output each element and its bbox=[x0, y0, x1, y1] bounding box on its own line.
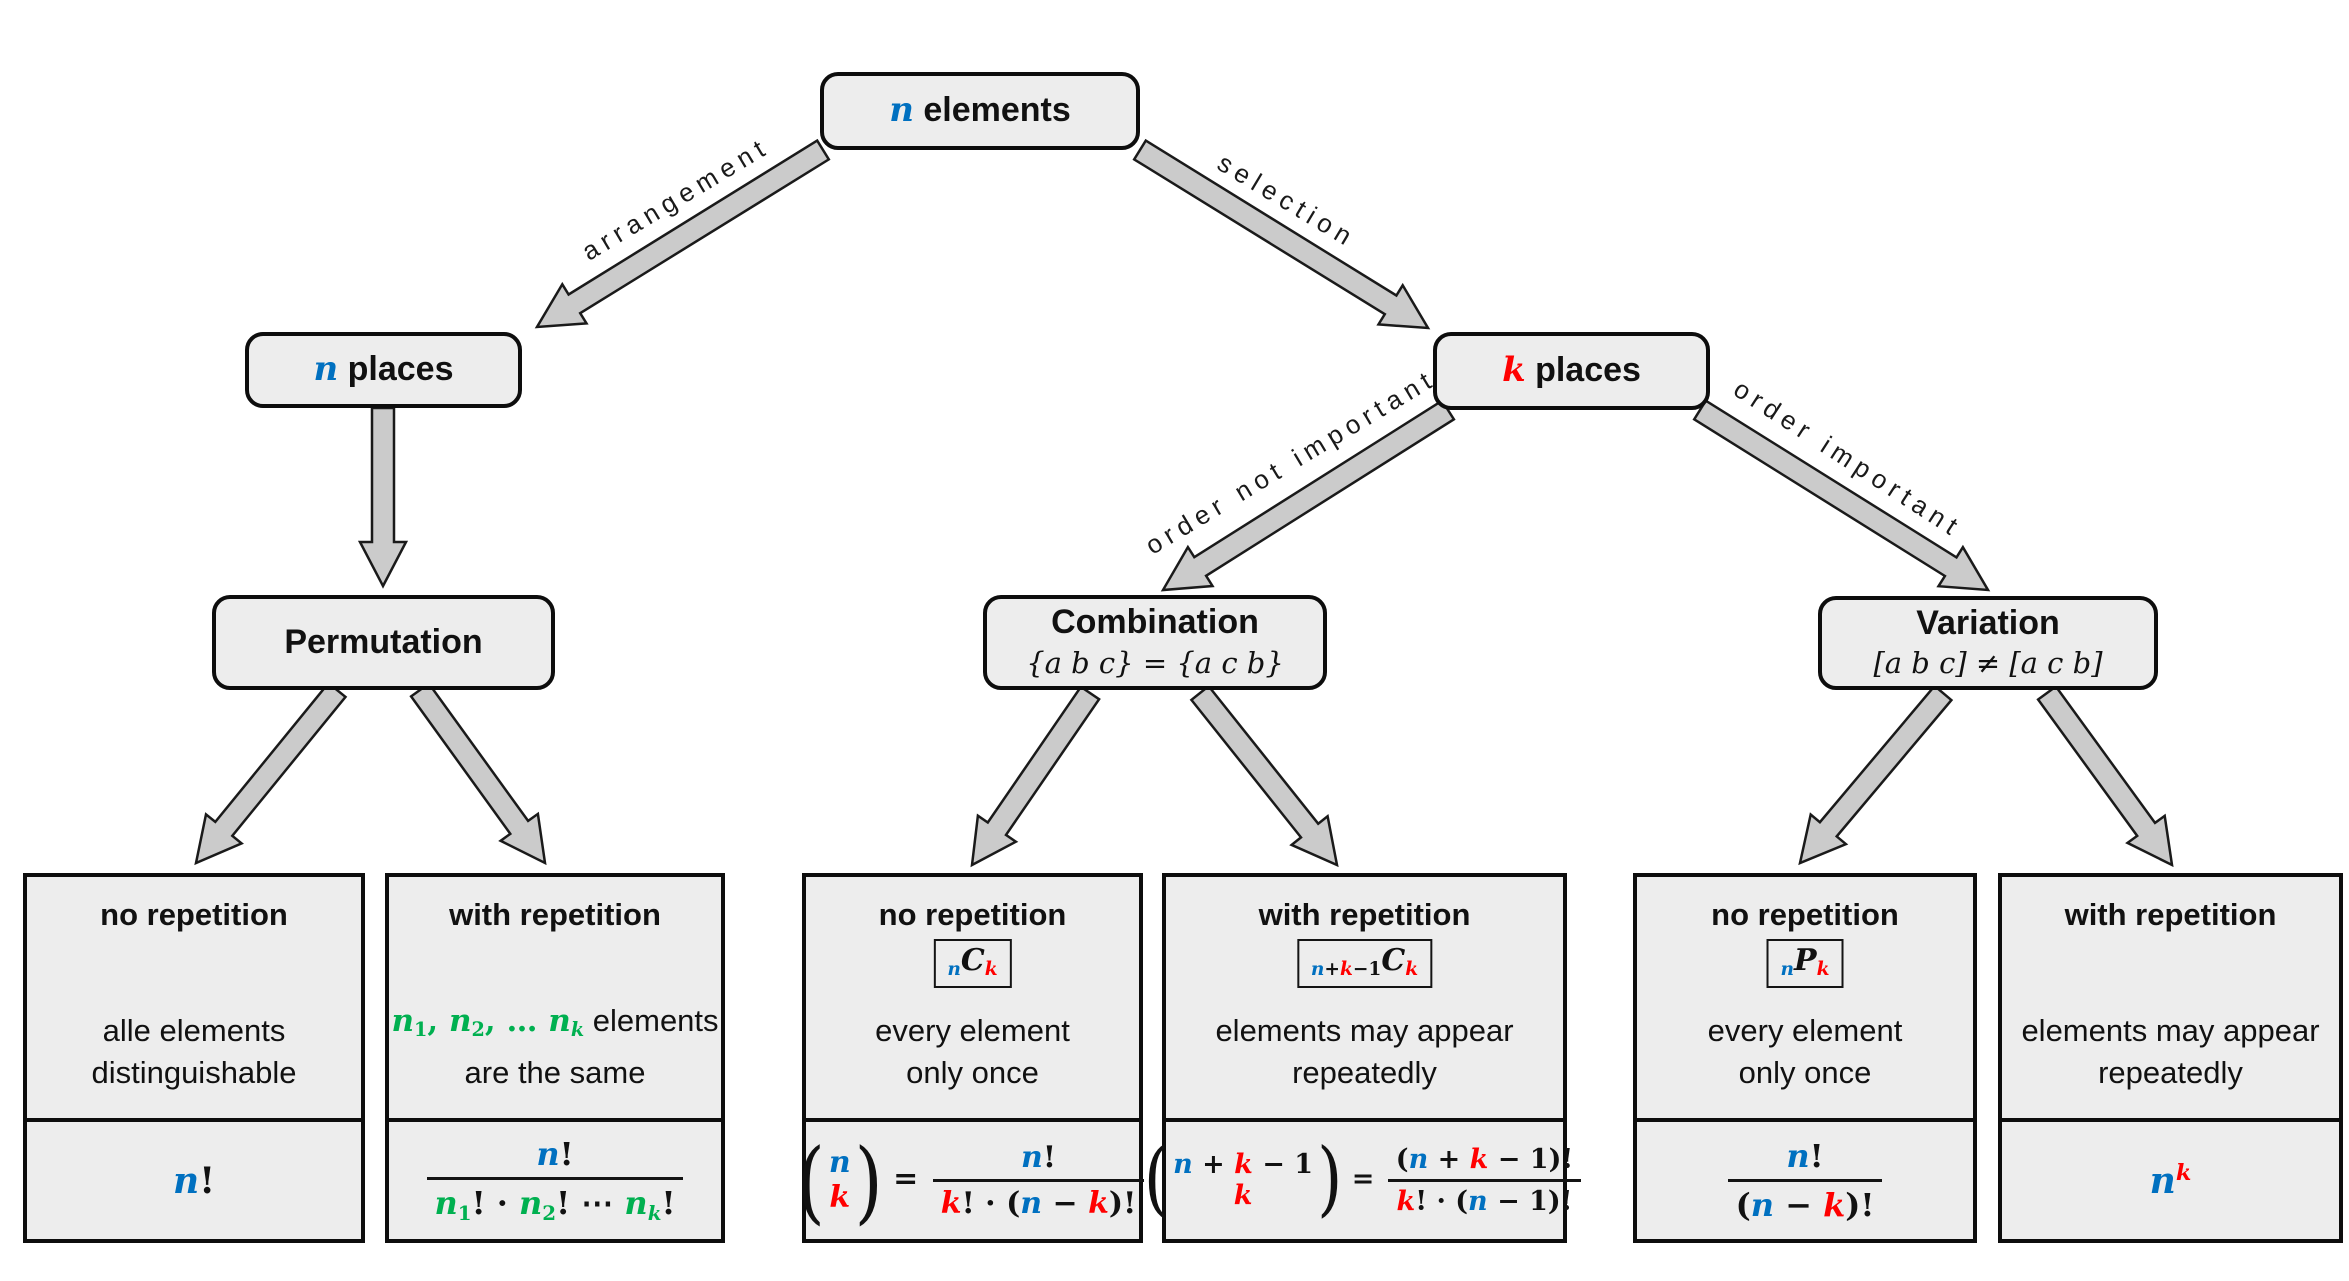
node-n-places: n places bbox=[245, 332, 522, 408]
leaf-formula-section: nk bbox=[2002, 1122, 2339, 1239]
leaf-title: no repetition bbox=[878, 897, 1067, 932]
notation-n-plus-k-minus-1-Ck: n+k−1Ck bbox=[1296, 939, 1433, 988]
node-n-places-label: n places bbox=[313, 349, 454, 390]
flow-arrow bbox=[970, 685, 1101, 868]
notation-nCk: nCk bbox=[933, 939, 1012, 988]
leaf-description-section: with repetition n+k−1Ck elements may app… bbox=[1166, 877, 1563, 1122]
node-permutation: Permutation bbox=[212, 595, 555, 690]
leaf-title: with repetition bbox=[1258, 897, 1471, 932]
leaf-title: no repetition bbox=[100, 897, 288, 932]
flow-arrow bbox=[1160, 398, 1456, 592]
formula-n-factorial: n! bbox=[173, 1159, 215, 1202]
node-permutation-label: Permutation bbox=[284, 622, 483, 661]
formula-n-power-k: nk bbox=[2149, 1159, 2192, 1202]
node-k-places-label: k places bbox=[1502, 350, 1641, 391]
leaf-formula-section: n!(n − k)! bbox=[1637, 1122, 1973, 1239]
leaf-formula-section: n! bbox=[27, 1122, 361, 1239]
node-combination: Combination {a b c} = {a c b} bbox=[983, 595, 1327, 690]
flow-arrow bbox=[1189, 684, 1339, 868]
leaf-combination-with-repetition: with repetition n+k−1Ck elements may app… bbox=[1144, 873, 1581, 1243]
flow-arrow bbox=[194, 681, 348, 866]
formula-multiset-permutation: n!n1! · n2! ⋯ nk! bbox=[423, 1135, 688, 1226]
notation-nPk: nPk bbox=[1766, 939, 1844, 988]
leaf-formula-section: n!n1! · n2! ⋯ nk! bbox=[389, 1122, 721, 1239]
node-variation-label: Variation bbox=[1916, 603, 2060, 642]
node-variation: Variation [a b c] ≠ [a c b] bbox=[1818, 596, 2158, 690]
node-combination-label: Combination bbox=[1051, 603, 1259, 642]
flow-arrow bbox=[409, 681, 547, 866]
node-k-places: k places bbox=[1433, 332, 1710, 410]
node-variation-example: [a b c] ≠ [a c b] bbox=[1873, 646, 2103, 681]
flow-arrow bbox=[1692, 398, 1991, 592]
node-n-elements-label: n elements bbox=[889, 90, 1071, 131]
flow-arrow bbox=[1798, 684, 1954, 866]
node-n-elements: n elements bbox=[820, 72, 1140, 150]
node-combination-example: {a b c} = {a c b} bbox=[1026, 645, 1284, 680]
flow-arrow bbox=[534, 138, 831, 329]
leaf-title: no repetition bbox=[1711, 897, 1899, 932]
leaf-title: with repetition bbox=[2064, 897, 2277, 932]
flow-arrow bbox=[2036, 684, 2174, 868]
leaf-title: with repetition bbox=[449, 897, 661, 932]
flow-arrow bbox=[1132, 138, 1431, 330]
formula-falling-factorial: n!(n − k)! bbox=[1724, 1137, 1887, 1224]
flow-arrow bbox=[357, 406, 409, 589]
